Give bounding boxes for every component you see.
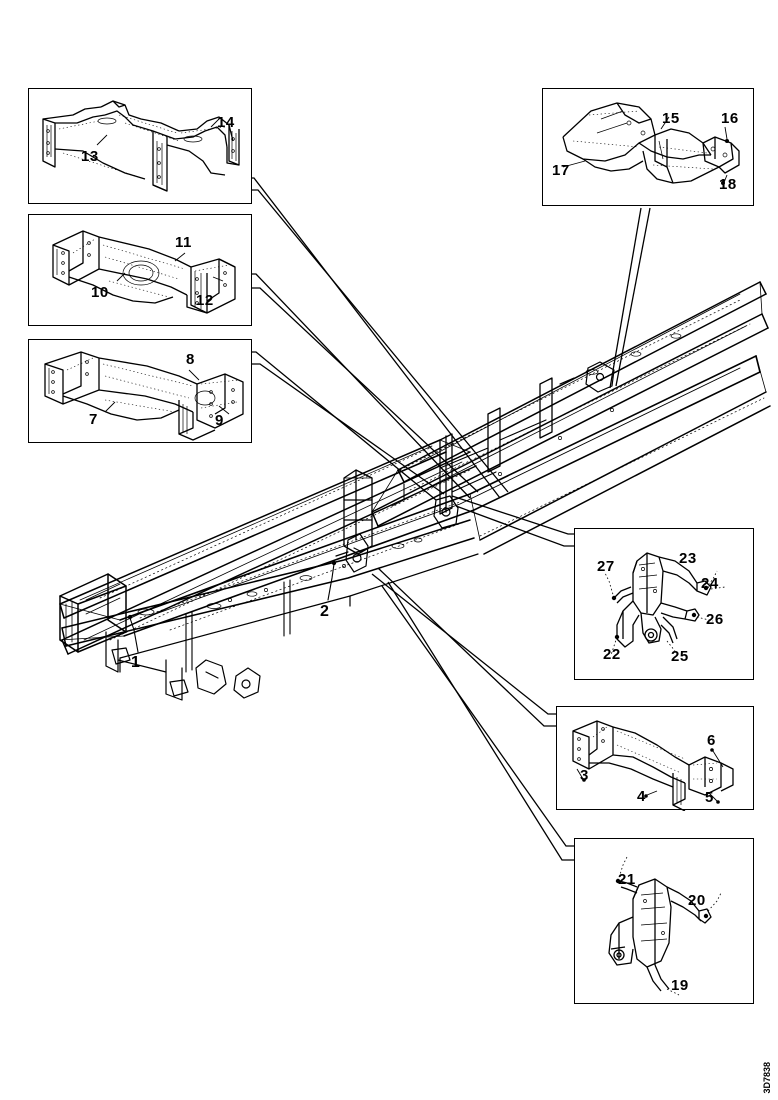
panel-13-14-illustration — [42, 100, 240, 192]
callout-11: 11 — [175, 234, 192, 251]
callout-19: 19 — [671, 977, 689, 994]
panel-3-6-illustration — [572, 720, 734, 812]
callout-24: 24 — [701, 575, 719, 592]
panel-10-11-12-illustration — [52, 230, 236, 314]
panel-hanger-bracket-19-20-21[interactable]: 21 20 19 — [574, 838, 754, 1004]
panel-19-21-illustration — [608, 856, 722, 996]
callout-3: 3 — [580, 767, 589, 784]
panel-7-8-9-illustration — [44, 351, 244, 441]
main-callout-2: 2 — [320, 603, 330, 620]
callout-4: 4 — [637, 788, 646, 805]
callout-16: 16 — [721, 110, 739, 127]
callout-7: 7 — [89, 411, 98, 428]
panel-22-27-illustration — [604, 552, 726, 656]
panel-crossmember-7-8-9[interactable]: 7 8 9 — [28, 339, 252, 443]
callout-20: 20 — [688, 892, 706, 909]
callout-25: 25 — [671, 648, 689, 665]
panel-shackle-bracket-22-27[interactable]: 27 23 24 26 22 25 — [574, 528, 754, 680]
callout-10: 10 — [91, 284, 109, 301]
panel-crossmember-10-11-12[interactable]: 10 11 12 — [28, 214, 252, 326]
callout-15: 15 — [662, 110, 680, 127]
callout-9: 9 — [215, 412, 224, 429]
callout-26: 26 — [706, 611, 724, 628]
callout-6: 6 — [707, 732, 716, 749]
callout-5: 5 — [705, 789, 714, 806]
diagram-reference-code: 3D7838 — [762, 1062, 772, 1094]
callout-27: 27 — [597, 558, 615, 575]
callout-23: 23 — [679, 550, 697, 567]
panel-front-crossmember-13-14[interactable]: 13 14 — [28, 88, 252, 204]
callout-21: 21 — [618, 871, 636, 888]
callout-22: 22 — [603, 646, 621, 663]
callout-14: 14 — [217, 114, 235, 131]
callout-12: 12 — [196, 292, 214, 309]
main-callout-1: 1 — [131, 654, 141, 671]
panel-crossmember-3-4-5-6[interactable]: 3 4 6 5 — [556, 706, 754, 812]
callout-17: 17 — [552, 162, 570, 179]
panel-rear-bracket-15-16-17-18[interactable]: 15 16 17 18 — [542, 88, 754, 206]
callout-13: 13 — [81, 148, 99, 165]
callout-18: 18 — [719, 176, 737, 193]
panel-15-18-illustration — [562, 102, 740, 186]
callout-8: 8 — [186, 351, 195, 368]
